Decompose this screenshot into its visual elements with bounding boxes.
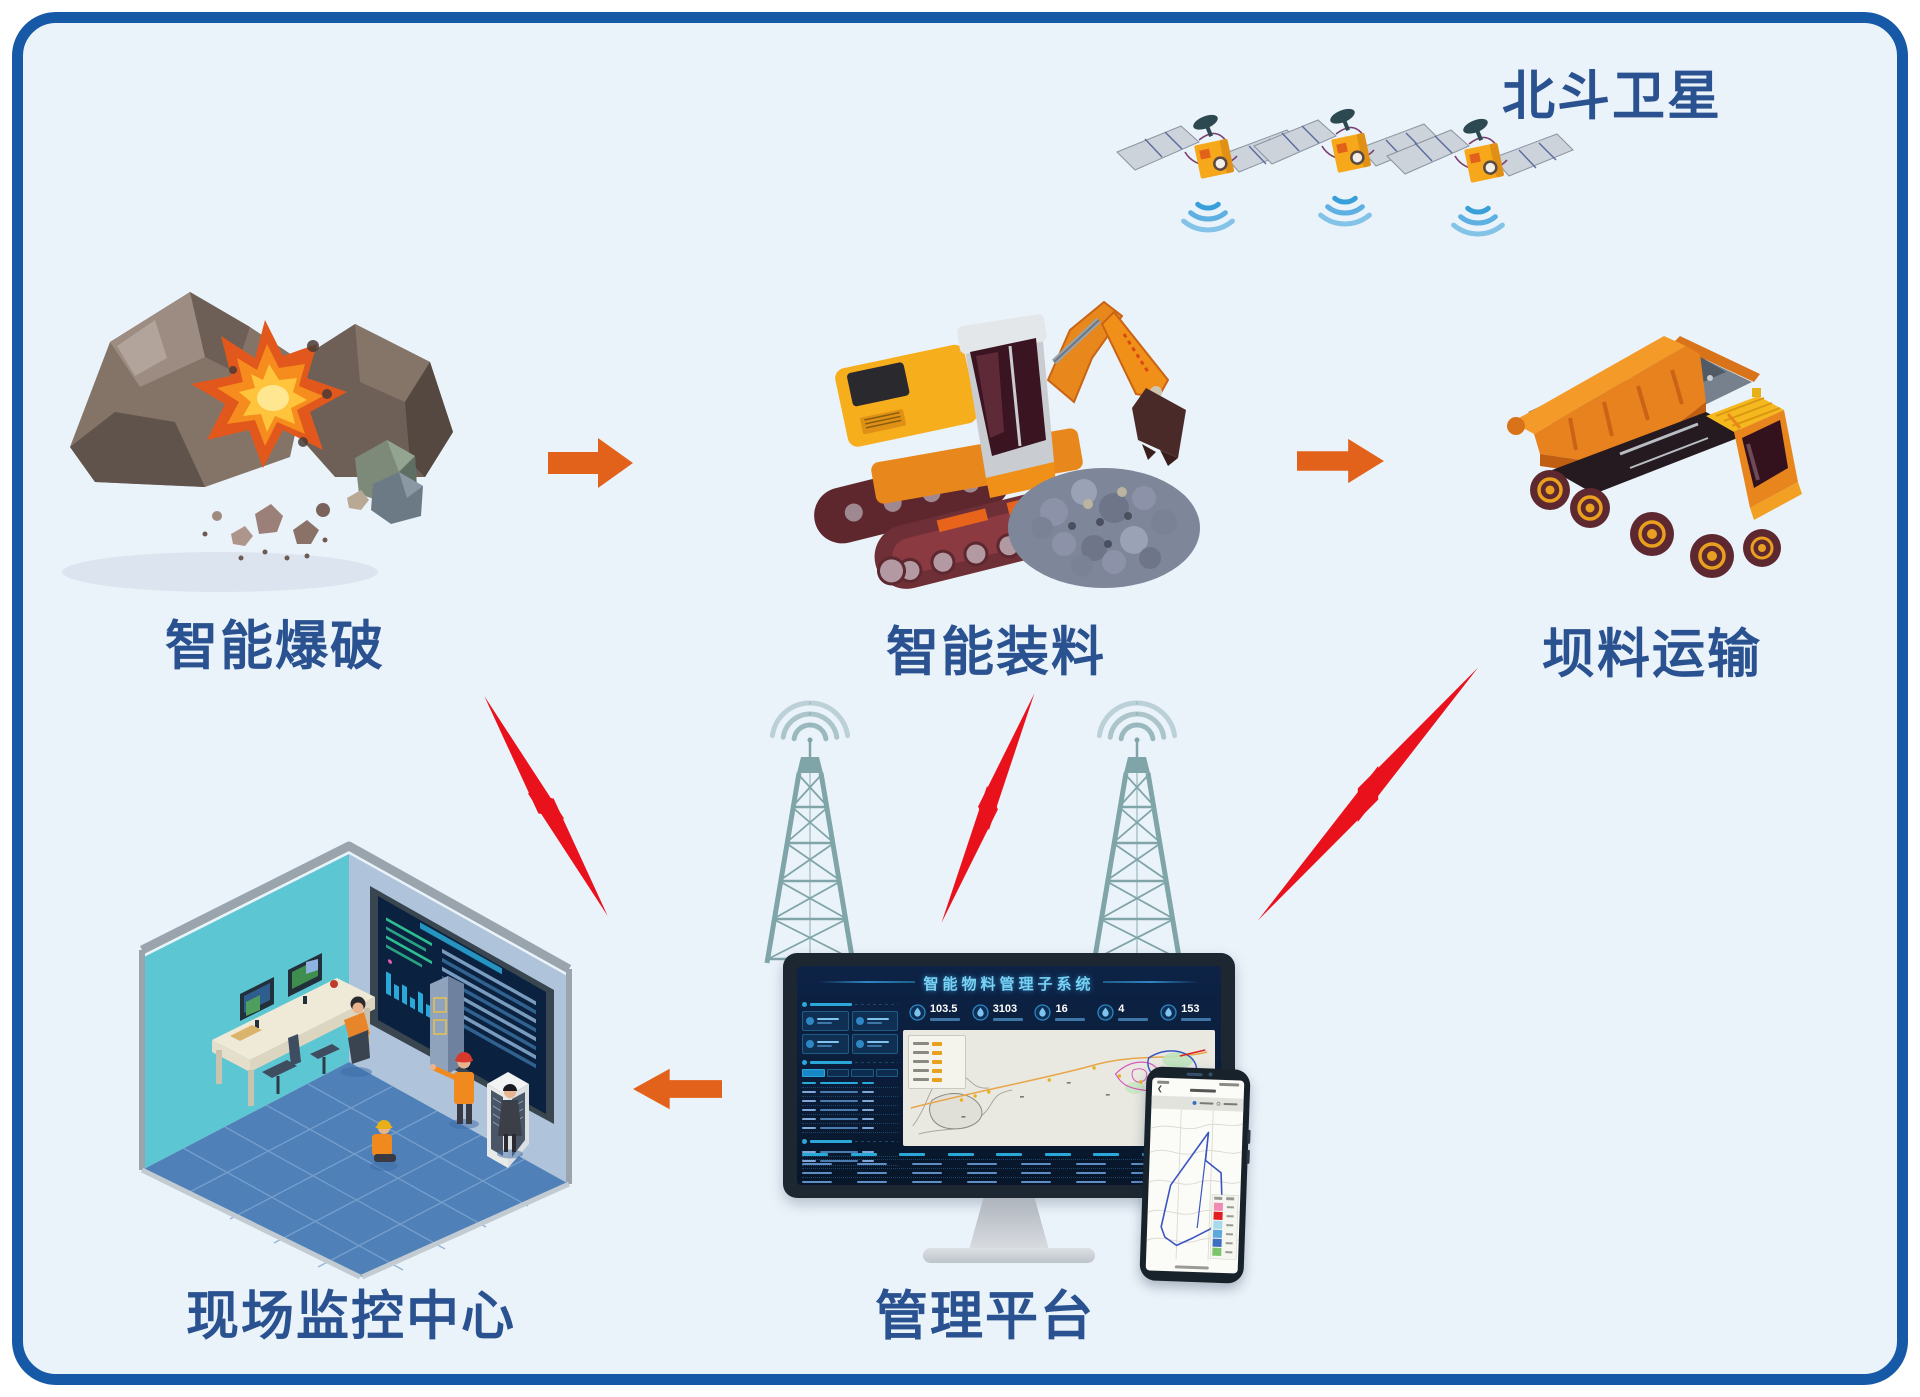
flow-arrow-left-icon <box>633 1068 722 1110</box>
phone-speaker <box>1186 1072 1203 1077</box>
stat-value: 153 <box>1181 1002 1200 1015</box>
tower-signal-waves-icon <box>1052 681 1222 771</box>
excavator-illustration <box>814 300 1200 589</box>
stat-item: 16 <box>1034 1002 1086 1021</box>
stat-droplet-icon <box>972 1003 989 1021</box>
stat-item: 4 <box>1097 1002 1149 1021</box>
monitor-base <box>923 1248 1095 1263</box>
phone-map <box>1146 1108 1244 1261</box>
satellite-signal-waves-icon <box>1428 196 1528 246</box>
stat-item: 3103 <box>972 1002 1023 1021</box>
back-chevron-icon: ❮ <box>1156 1085 1163 1093</box>
satellite-signal-waves-icon <box>1295 186 1395 236</box>
stat-droplet-icon <box>1097 1003 1114 1021</box>
stat-droplet-icon <box>1160 1003 1177 1021</box>
label-smart-loading: 智能装料 <box>886 623 1106 682</box>
control-room-illustration <box>139 841 572 1280</box>
worker-crouching <box>370 1120 398 1171</box>
operator-seated <box>340 996 372 1077</box>
stat-item: 153 <box>1160 1002 1212 1021</box>
monitor-stand <box>969 1198 1049 1250</box>
stat-value: 16 <box>1055 1002 1068 1015</box>
visitor-standing <box>497 1084 523 1159</box>
label-management-platform: 管理平台 <box>875 1287 1095 1346</box>
stat-droplet-icon <box>1034 1003 1052 1021</box>
flow-arrow-right-icon <box>548 438 633 488</box>
dashboard-sidebar <box>802 996 898 1166</box>
stat-value: 103.5 <box>929 1002 958 1015</box>
label-beidou-satellites: 北斗卫星 <box>1502 67 1722 126</box>
flow-arrow-right-icon <box>1297 438 1384 484</box>
worker-standing <box>430 1052 479 1129</box>
blasting-rocks-illustration <box>62 292 453 592</box>
phone-home-indicator <box>1174 1265 1209 1270</box>
stat-value: 4 <box>1118 1002 1125 1015</box>
label-material-transport: 坝料运输 <box>1542 625 1762 684</box>
stat-droplet-icon <box>909 1003 926 1021</box>
phone-map-legend <box>1209 1193 1239 1260</box>
dump-truck-illustration <box>1507 336 1802 578</box>
phone-screen: ❮ <box>1145 1077 1245 1274</box>
rock-pile <box>1008 468 1200 588</box>
label-smart-blasting: 智能爆破 <box>165 617 385 676</box>
phone-side-button <box>1247 1129 1251 1144</box>
tower-signal-waves-icon <box>725 681 895 771</box>
dashboard-stat-row: 103.5 3103 16 4 153 <box>903 996 1217 1028</box>
mobile-app-phone: ❮ <box>1139 1066 1251 1284</box>
stat-value: 3103 <box>992 1002 1018 1015</box>
dashboard-header: 智能物料管理子系统 <box>797 968 1221 994</box>
satellite-signal-waves-icon <box>1158 192 1258 242</box>
phone-side-button <box>1246 1149 1250 1164</box>
map-legend <box>908 1035 966 1089</box>
stat-item: 103.5 <box>909 1002 960 1021</box>
label-monitoring-center: 现场监控中心 <box>186 1287 516 1346</box>
dashboard-title: 智能物料管理子系统 <box>923 976 1095 993</box>
truck-wheels <box>1530 470 1781 578</box>
